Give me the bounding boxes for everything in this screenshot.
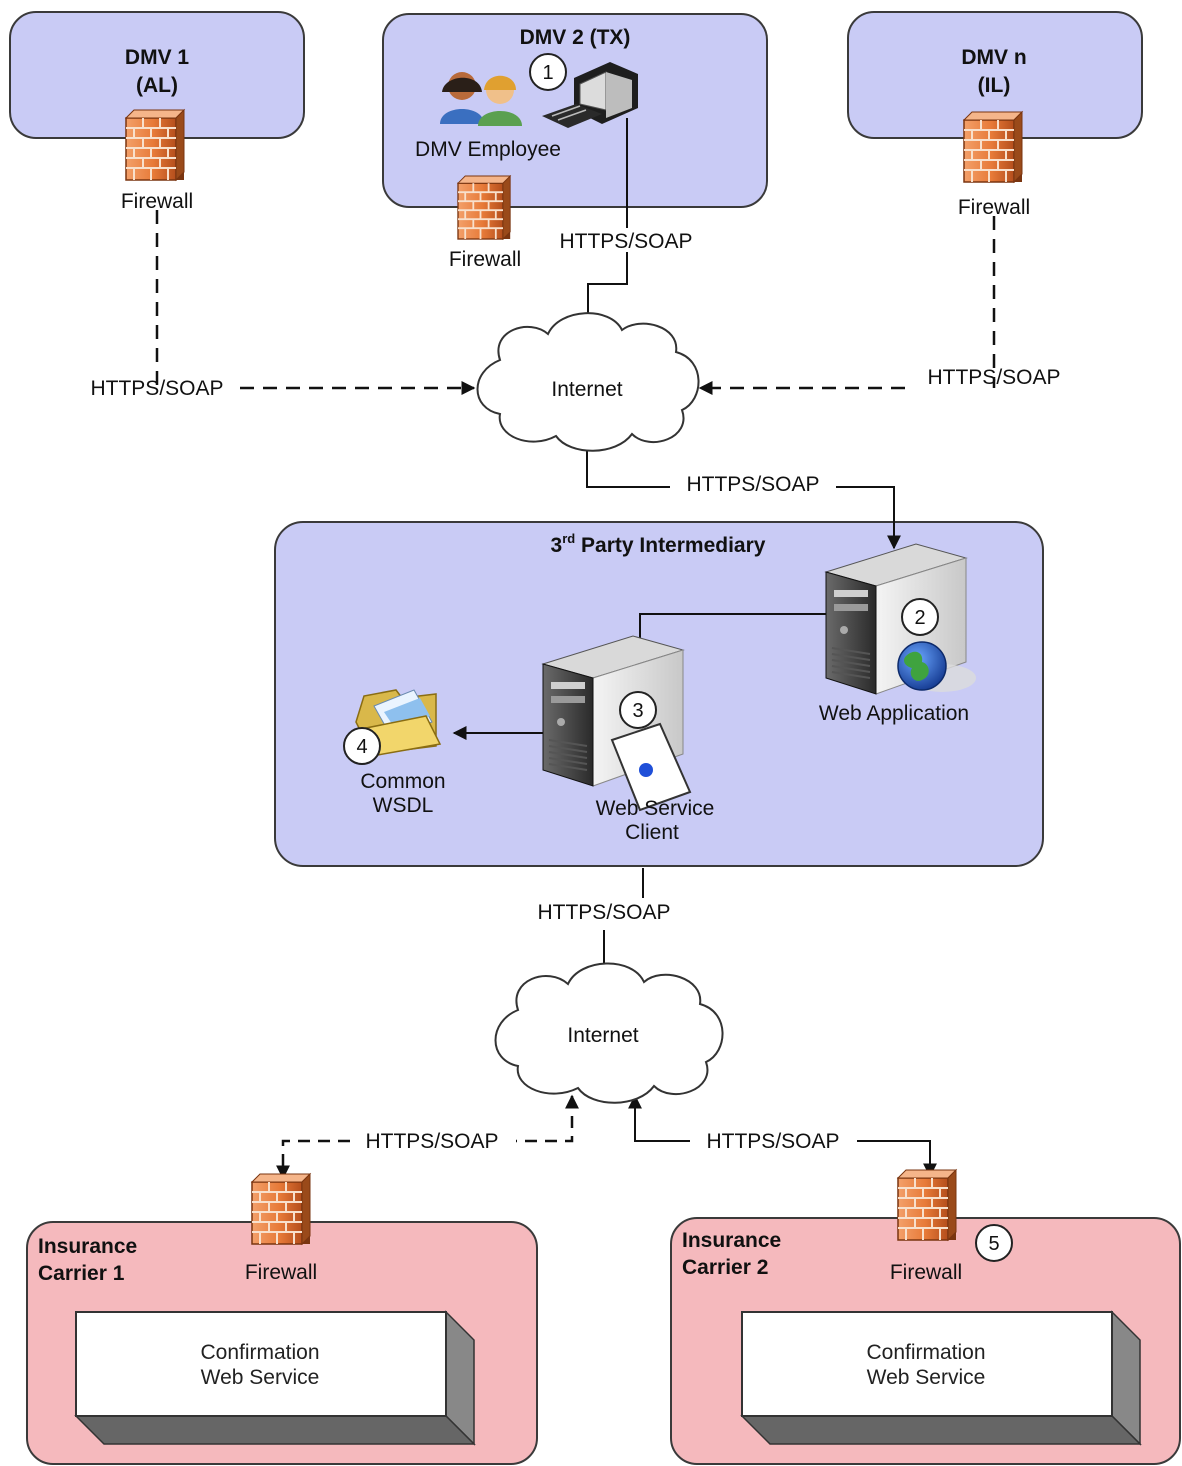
protocol-label-carrier2: HTTPS/SOAP [706, 1130, 839, 1153]
internet-label-bottom: Internet [567, 1024, 638, 1047]
wsdl-label-line1: Common [360, 770, 445, 793]
users-icon [440, 72, 522, 126]
protocol-label-intermediary: HTTPS/SOAP [537, 901, 670, 924]
globe-icon [897, 641, 976, 692]
carrier2-title-line2: Carrier 2 [682, 1256, 768, 1279]
protocol-label-carrier1: HTTPS/SOAP [365, 1130, 498, 1153]
carrier2-firewall-label: Firewall [890, 1261, 962, 1284]
folder-wsdl-icon [354, 689, 442, 757]
brick-firewall-icon [963, 111, 1023, 183]
dmv1-title: DMV 1 [125, 46, 190, 69]
ws-client-label-line2: Client [625, 821, 679, 844]
brick-firewall-icon [897, 1169, 957, 1241]
carrier1-title-line2: Carrier 1 [38, 1262, 125, 1285]
brick-firewall-icon [251, 1173, 311, 1245]
dmv2-connector [581, 118, 628, 340]
carrier1-title-line1: Insurance [38, 1235, 137, 1258]
badge-4-label: 4 [356, 736, 367, 758]
dmvn-title: DMV n [961, 46, 1026, 69]
dmv1-subtitle: (AL) [136, 74, 178, 97]
internet-cloud-bottom [494, 962, 724, 1104]
dmv-employee-label: DMV Employee [415, 138, 561, 161]
protocol-label-internet-webapp: HTTPS/SOAP [686, 473, 819, 496]
web-application-label: Web Application [819, 702, 969, 725]
protocol-label-dmv1: HTTPS/SOAP [90, 377, 223, 400]
dmv1-connector [155, 210, 476, 395]
internet-to-carrier1-connector [276, 1094, 579, 1180]
computer-workstation-icon [542, 62, 638, 128]
certificate-card-icon [610, 722, 692, 812]
carrier2-service-box [740, 1310, 1142, 1446]
carrier1-service-line2: Web Service [201, 1366, 320, 1389]
protocol-label-dmvn: HTTPS/SOAP [927, 366, 1060, 389]
dmv1-firewall-label: Firewall [121, 190, 193, 213]
wsdl-label-line2: WSDL [373, 794, 434, 817]
badge-2-label: 2 [914, 607, 925, 629]
badge-1-label: 1 [542, 62, 553, 84]
internet-to-webapp-connector [586, 448, 901, 550]
carrier2-service-line1: Confirmation [866, 1341, 985, 1364]
internet-cloud-top [476, 312, 700, 452]
dmv2-title: DMV 2 (TX) [520, 26, 631, 49]
badge-3-label: 3 [632, 700, 643, 722]
dmvn-subtitle: (IL) [978, 74, 1011, 97]
dmvn-connector [698, 216, 996, 395]
brick-firewall-icon [457, 175, 512, 240]
intermediary-title: 3rd Party Intermediary [551, 531, 766, 557]
ws-client-label-line1: Web Service [596, 797, 715, 820]
dmv2-firewall-label: Firewall [449, 248, 521, 271]
badge-5-label: 5 [988, 1233, 999, 1255]
carrier2-title-line1: Insurance [682, 1229, 781, 1252]
carrier1-firewall-label: Firewall [245, 1261, 317, 1284]
carrier2-service-line2: Web Service [867, 1366, 986, 1389]
internet-to-carrier2-connector [628, 1094, 937, 1178]
protocol-label-dmv2: HTTPS/SOAP [559, 230, 692, 253]
dmvn-firewall-label: Firewall [958, 196, 1030, 219]
carrier1-service-box [74, 1310, 476, 1446]
brick-firewall-icon [125, 109, 185, 181]
carrier1-service-line1: Confirmation [200, 1341, 319, 1364]
internet-label-top: Internet [551, 378, 622, 401]
